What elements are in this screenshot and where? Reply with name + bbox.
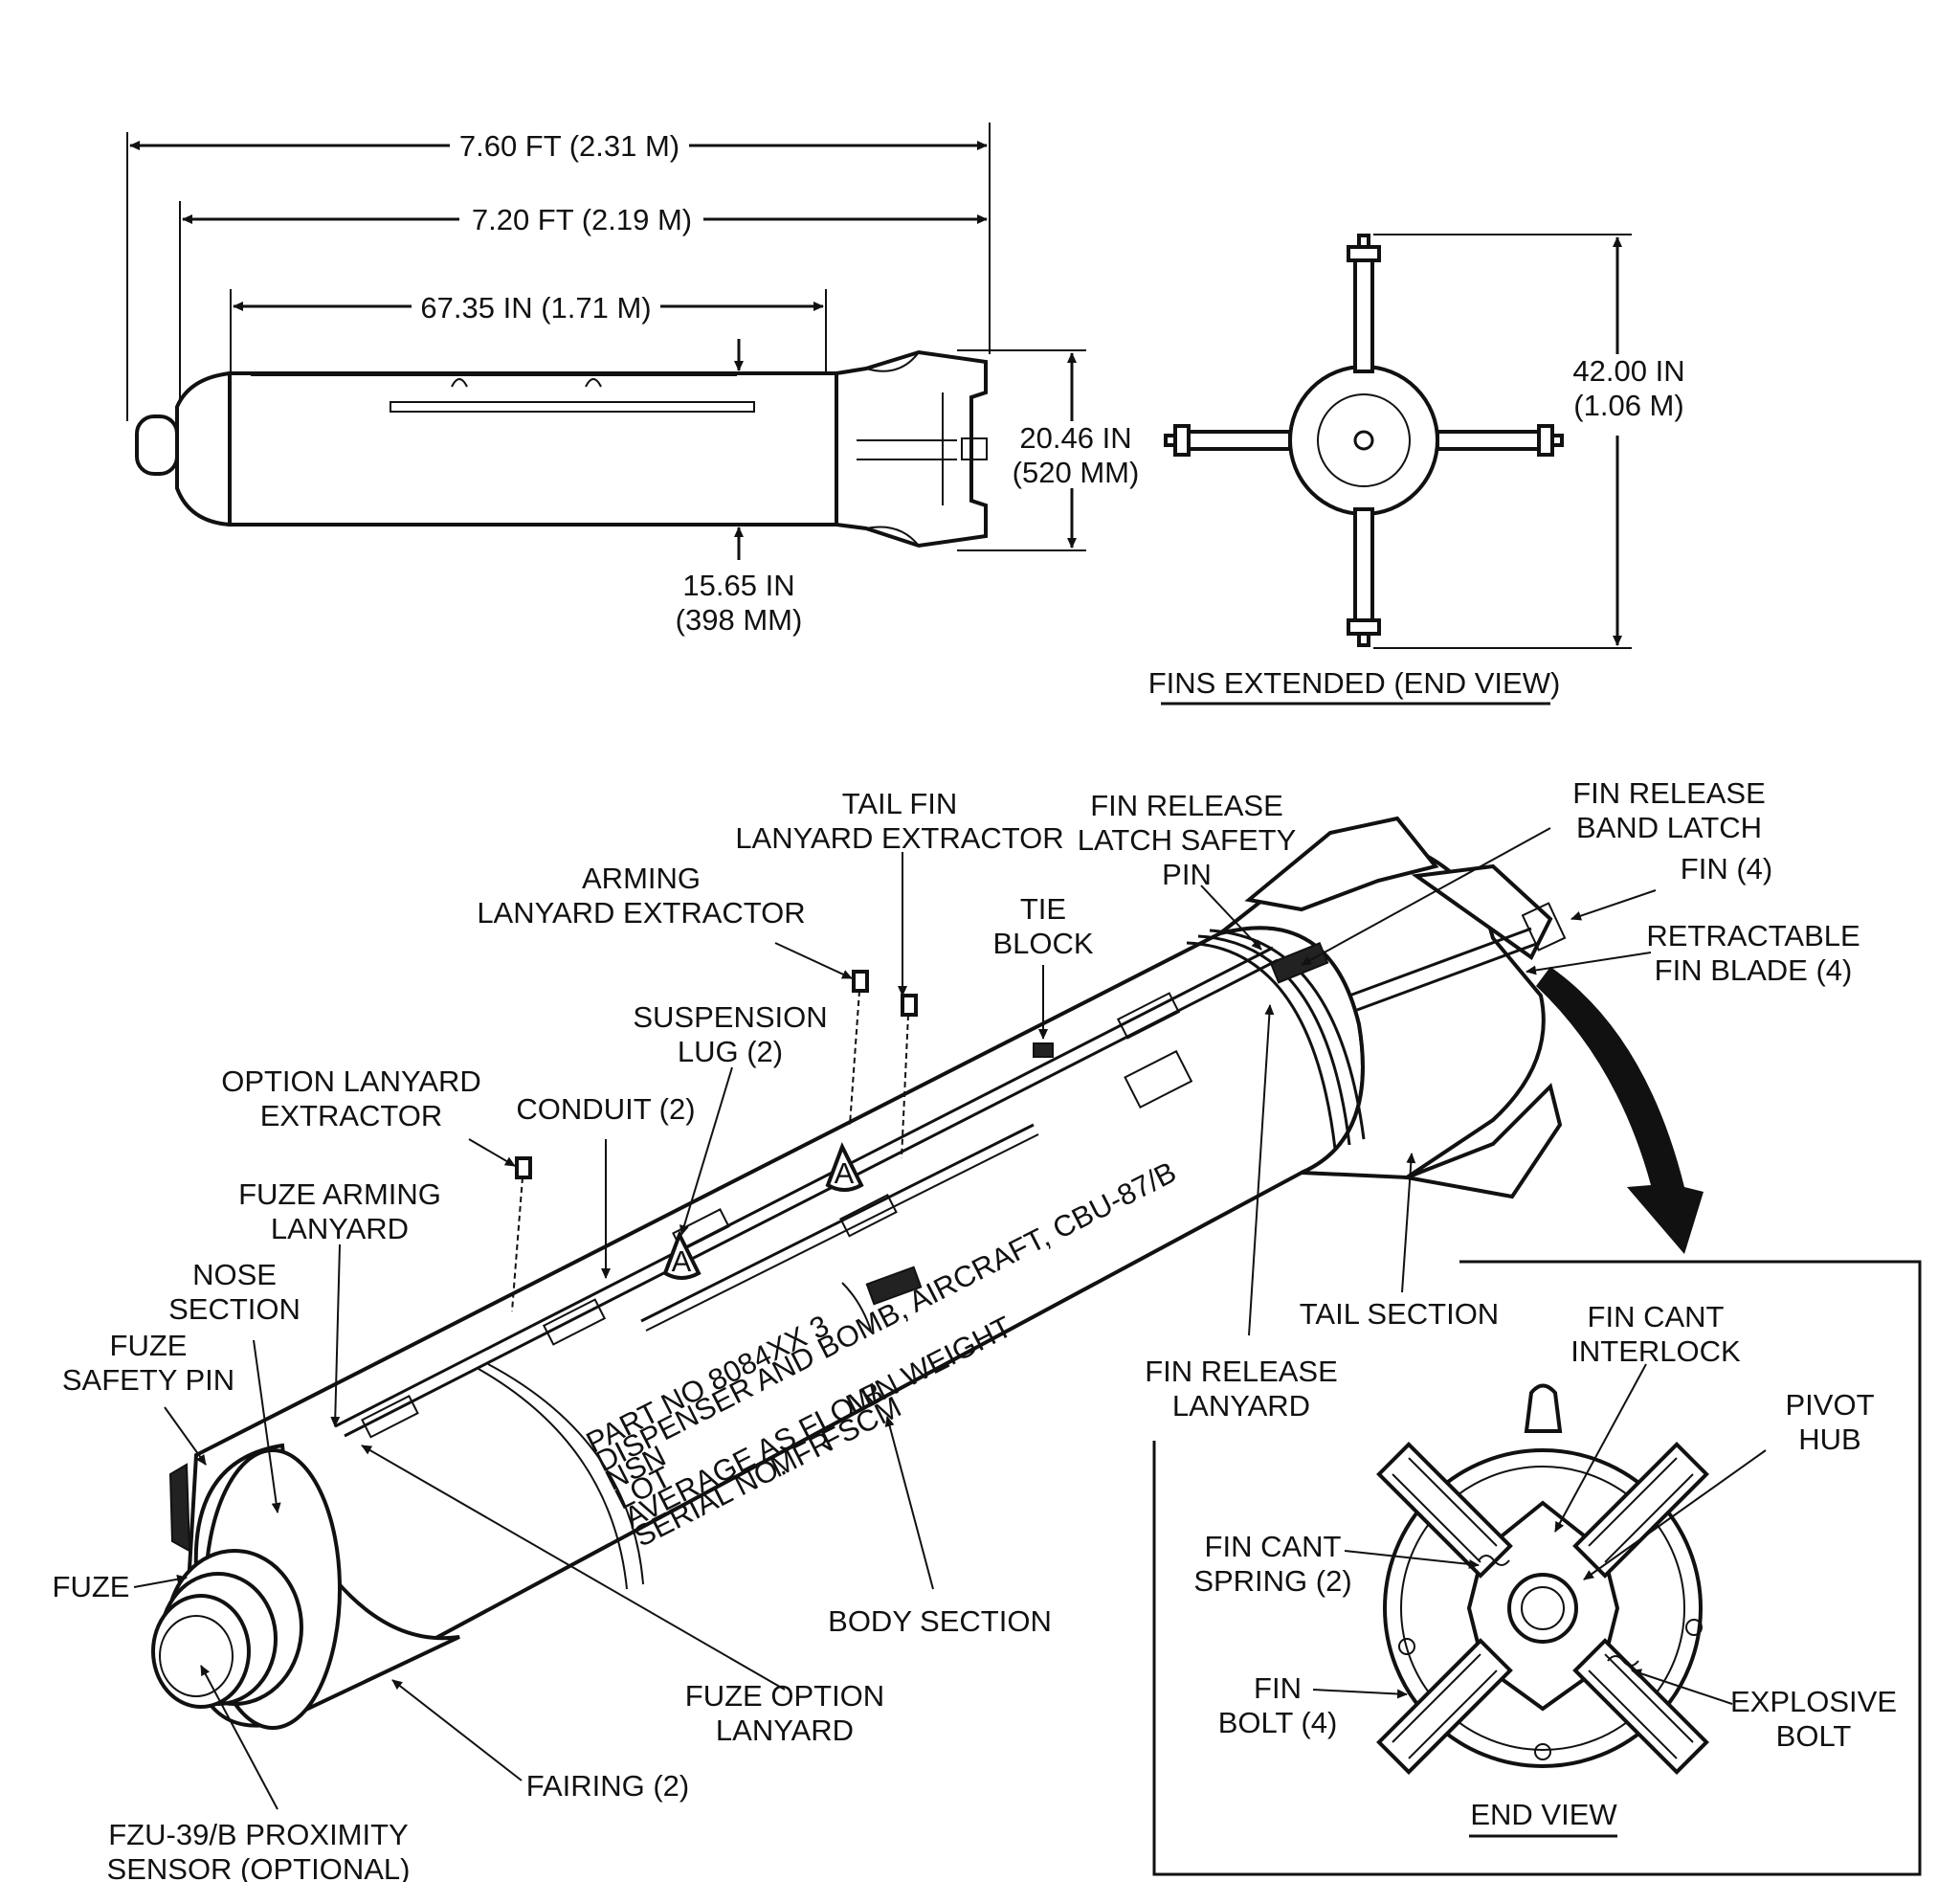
label-fuze: FUZE — [53, 1570, 130, 1603]
label-suspension: SUSPENSION — [633, 1000, 827, 1034]
label-tail-fin: TAIL FIN — [842, 787, 958, 820]
inset-fin-lower-left — [1376, 1638, 1513, 1775]
side-view: 7.60 FT (2.31 M) 7.20 FT (2.19 M) 67.35 … — [126, 123, 1140, 637]
label-option-extractor: EXTRACTOR — [260, 1099, 443, 1132]
label-explosive: EXPLOSIVE — [1730, 1685, 1897, 1718]
tail-fin-lower — [1399, 1083, 1563, 1199]
option-lanyard-extractor-part — [511, 1156, 532, 1312]
label-option-lanyard: OPTION LANYARD — [221, 1064, 481, 1098]
label-band-latch-1: FIN RELEASE — [1572, 776, 1766, 810]
label-arming-extractor: LANYARD EXTRACTOR — [477, 896, 805, 930]
label-fuze-arming: FUZE ARMING — [238, 1177, 441, 1211]
fins-extended-caption: FINS EXTENDED (END VIEW) — [1148, 666, 1561, 700]
arming-lanyard-extractor-part — [849, 970, 869, 1126]
dim-body-length: 7.20 FT (2.19 M) — [472, 203, 692, 236]
label-pivot: PIVOT — [1785, 1388, 1874, 1422]
bomb-side-silhouette — [135, 349, 988, 549]
dim-height-metric: (520 MM) — [1013, 456, 1140, 489]
callout-leaders — [133, 827, 1657, 1810]
label-fin-release-latch-pin: PIN — [1162, 858, 1212, 891]
label-fin-bolt-4: BOLT (4) — [1218, 1706, 1338, 1739]
label-tie-block: BLOCK — [992, 927, 1093, 960]
label-fin-release-lanyard-2: LANYARD — [1172, 1389, 1310, 1423]
label-explosive-bolt: BOLT — [1776, 1719, 1852, 1753]
label-retractable-blade: FIN BLADE (4) — [1655, 953, 1853, 987]
dim-height-label: 20.46 IN — [1019, 421, 1131, 455]
lug-mark-rear: A — [835, 1156, 855, 1190]
label-fuze-option-lanyard: LANYARD — [716, 1714, 854, 1747]
dim-fin-span: 42.00 IN — [1572, 354, 1684, 388]
end-view-arrow — [1536, 967, 1704, 1254]
label-fuze-safety-pin: SAFETY PIN — [62, 1363, 234, 1397]
tail-fin-upper — [1244, 816, 1439, 912]
dim-fin-span-metric: (1.06 M) — [1573, 389, 1683, 422]
extended-fin-right — [1436, 424, 1564, 457]
label-fin-bolt: FIN — [1254, 1671, 1302, 1705]
end-view-inset: FIN CANT INTERLOCK PIVOT HUB FIN CANT SP… — [1152, 1260, 1922, 1876]
extended-fin-top — [1347, 234, 1381, 373]
label-arming: ARMING — [582, 862, 701, 895]
inset-fin-upper-right — [1572, 1442, 1709, 1579]
label-body-section: BODY SECTION — [828, 1604, 1052, 1638]
label-nose-section: SECTION — [168, 1292, 301, 1326]
label-tail-section: TAIL SECTION — [1300, 1297, 1499, 1331]
dim-diameter-label: 15.65 IN — [682, 569, 794, 602]
extended-fin-left — [1164, 424, 1292, 457]
label-nose: NOSE — [192, 1258, 277, 1291]
dim-center-length: 67.35 IN (1.71 M) — [420, 291, 651, 325]
fin-cant-interlock-shackle — [1524, 1383, 1563, 1433]
label-fin-cant-spring: FIN CANT — [1205, 1530, 1342, 1563]
label-fin-release-lanyard: FIN RELEASE — [1145, 1355, 1338, 1388]
label-fuze-arming-lanyard: LANYARD — [271, 1212, 409, 1245]
label-fzu-sensor-optional: SENSOR (OPTIONAL) — [107, 1852, 411, 1882]
fzu-39-proximity-sensor — [151, 1549, 303, 1709]
callout-labels: TAIL FIN LANYARD EXTRACTOR FIN RELEASE L… — [53, 776, 1860, 1882]
label-band-latch-2: BAND LATCH — [1576, 811, 1762, 844]
suspension-lug-front: A — [662, 1230, 702, 1280]
label-fin-release-latch: FIN RELEASE — [1090, 789, 1283, 822]
label-fuze-safety: FUZE — [110, 1329, 188, 1362]
label-fzu-sensor: FZU-39/B PROXIMITY — [108, 1818, 408, 1851]
label-fin-4: FIN (4) — [1681, 852, 1772, 885]
dim-diameter-metric: (398 MM) — [676, 603, 803, 637]
end-view-caption: END VIEW — [1470, 1798, 1617, 1831]
label-pivot-hub: HUB — [1798, 1423, 1860, 1456]
label-fin-cant-interlock-2: INTERLOCK — [1570, 1334, 1741, 1368]
tie-block — [1033, 1042, 1054, 1058]
label-fuze-option: FUZE OPTION — [685, 1679, 884, 1713]
label-fin-cant-spring-2: SPRING (2) — [1193, 1564, 1351, 1598]
fuze-ring — [168, 1463, 191, 1553]
label-fin-release-latch-safety: LATCH SAFETY — [1078, 823, 1297, 857]
label-conduit: CONDUIT (2) — [516, 1092, 695, 1126]
label-fin-cant-interlock: FIN CANT — [1588, 1300, 1725, 1333]
inset-frame — [1152, 1260, 1922, 1876]
label-fairing: FAIRING (2) — [526, 1769, 690, 1803]
label-tail-fin-extractor: LANYARD EXTRACTOR — [735, 821, 1063, 855]
tail-fin-lanyard-extractor-part — [901, 994, 918, 1159]
lug-mark-front: A — [672, 1244, 692, 1278]
label-tie: TIE — [1020, 892, 1066, 926]
end-view-fins-extended: 42.00 IN (1.06 M) FINS EXTENDED (END VIE… — [1148, 234, 1685, 706]
inset-fin-lower-right — [1572, 1638, 1709, 1775]
label-suspension-lug: LUG (2) — [678, 1035, 783, 1068]
dim-overall-length: 7.60 FT (2.31 M) — [459, 129, 679, 163]
extended-fin-bottom — [1347, 507, 1381, 647]
suspension-lug-rear: A — [825, 1142, 864, 1192]
label-retractable: RETRACTABLE — [1646, 919, 1860, 952]
